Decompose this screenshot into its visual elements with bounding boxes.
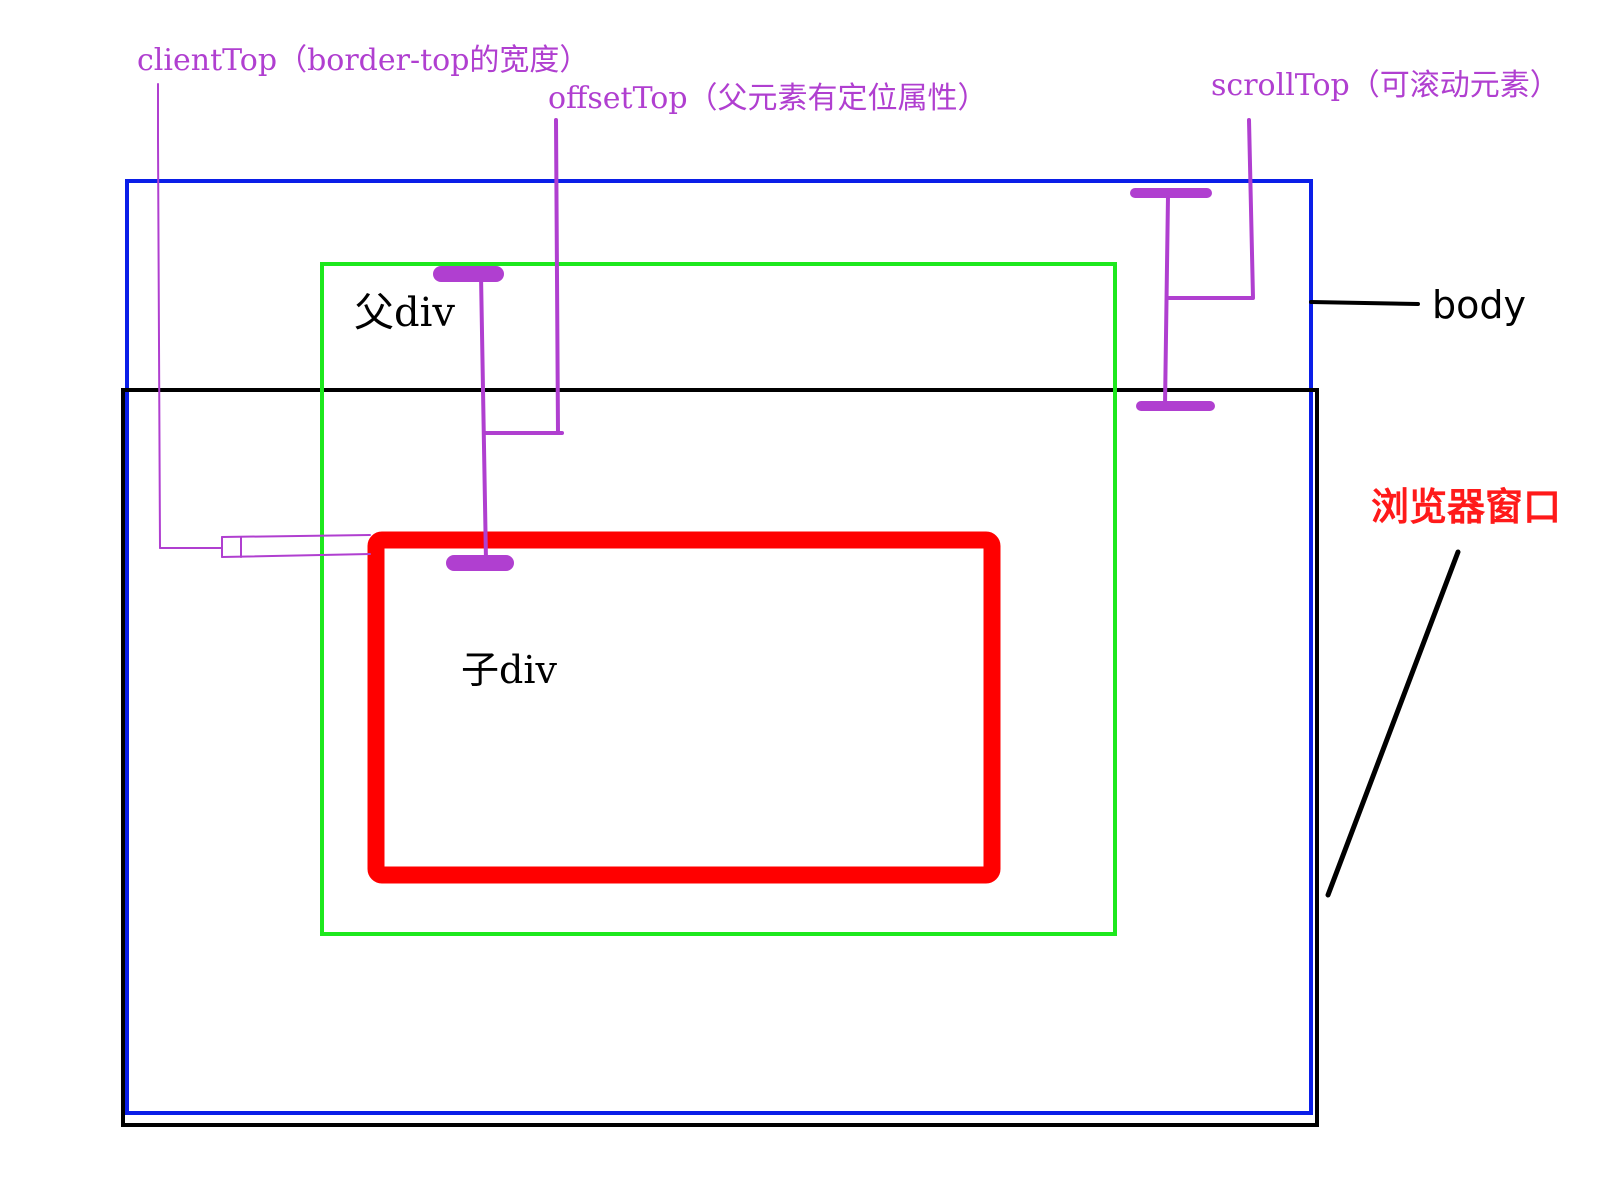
parent-div-label: 父div [354, 290, 455, 336]
browser-window-box [121, 388, 1319, 1127]
body-label: body [1432, 283, 1526, 327]
offset-top-annotation [433, 118, 564, 571]
browser-window-label: 浏览器窗口 [1371, 485, 1561, 529]
parent-div-box [320, 262, 1117, 936]
scroll-top-label: scrollTop（可滚动元素） [1211, 68, 1560, 103]
offset-top-label: offsetTop（父元素有定位属性） [548, 81, 988, 116]
scroll-top-annotation [1130, 118, 1255, 411]
client-top-label: clientTop（border-top的宽度） [137, 43, 589, 78]
body-box [125, 179, 1313, 1115]
browser-window-pointer-line [1325, 549, 1461, 898]
child-div-box [367, 531, 1001, 884]
child-div-label: 子div [461, 648, 557, 692]
body-pointer-line [1309, 300, 1420, 306]
client-top-annotation [157, 83, 371, 558]
